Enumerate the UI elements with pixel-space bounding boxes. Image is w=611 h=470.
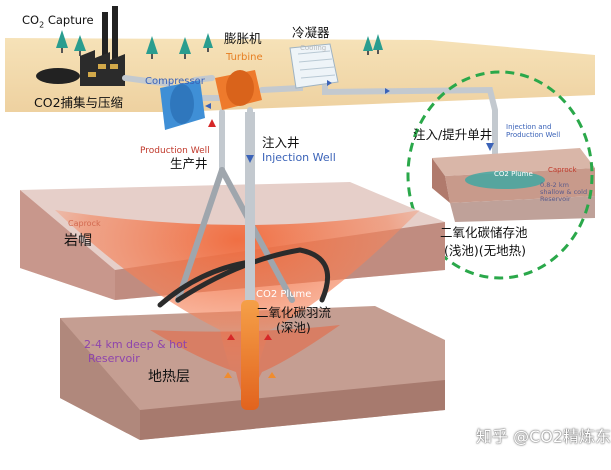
- flow-arrows: [205, 80, 494, 378]
- injection-well-cn-label: 注入井: [262, 135, 300, 150]
- co2-plume-cn-label: 二氧化碳羽流: [256, 305, 332, 320]
- shallow-storage-block: [432, 148, 595, 222]
- caprock-cn-label: 岩帽: [64, 233, 92, 249]
- injection-well: [241, 112, 259, 410]
- single-well-cn-label: 注入/提升单井: [413, 127, 493, 142]
- shallow-storage-cn2-label: (浅池)(无地热): [444, 243, 527, 258]
- capture-plant-icon: [36, 6, 125, 86]
- watermark: 知乎 @CO2精炼东: [476, 427, 611, 446]
- tree-icons: [56, 30, 383, 59]
- expander-cn-label: 膨胀机: [224, 31, 262, 46]
- compressor-icon: [160, 80, 205, 130]
- injection-production-well-label: Injection and Production Well: [506, 123, 561, 139]
- diagram-stage: CO2 Capture CO2捕集与压缩 Compressor 膨胀机 Turb…: [5, 6, 611, 445]
- co2-capture-label: CO2 Capture: [22, 13, 94, 30]
- turbine-icon: [215, 70, 262, 110]
- injection-well-label: Injection Well: [262, 151, 336, 164]
- production-wells: [157, 167, 331, 308]
- shallow-storage-cn-label: 二氧化碳储存池: [440, 225, 528, 240]
- co2-plume-label: CO2 Plume: [256, 289, 312, 300]
- production-well-label: Production Well: [140, 146, 210, 156]
- co2-capture-cn-label: CO2捕集与压缩: [34, 95, 124, 110]
- shallow-caprock-label: Caprock: [548, 166, 577, 174]
- deep-reservoir-label-1: 2-4 km deep & hot: [84, 338, 188, 351]
- condenser-cn-label: 冷凝器: [292, 25, 330, 40]
- turbine-label: Turbine: [226, 52, 263, 63]
- caprock-label: Caprock: [68, 219, 101, 228]
- highlight-circle: [406, 70, 594, 280]
- co2-plume-cn2-label: (深池): [276, 320, 311, 335]
- condenser-icon: [289, 43, 339, 89]
- cooling-box-label: Cooling: [300, 44, 327, 52]
- shallow-plume-label: CO2 Plume: [494, 170, 533, 178]
- geothermal-cn-label: 地热层: [148, 369, 190, 385]
- compressor-label: Compressor: [145, 76, 205, 87]
- shallow-reservoir-label: 0.8-2 km shallow & cold Reservoir: [540, 181, 588, 204]
- diagram-canvas: [5, 6, 595, 440]
- deep-reservoir-label-2: Reservoir: [88, 352, 140, 365]
- production-well-cn-label: 生产井: [170, 156, 208, 171]
